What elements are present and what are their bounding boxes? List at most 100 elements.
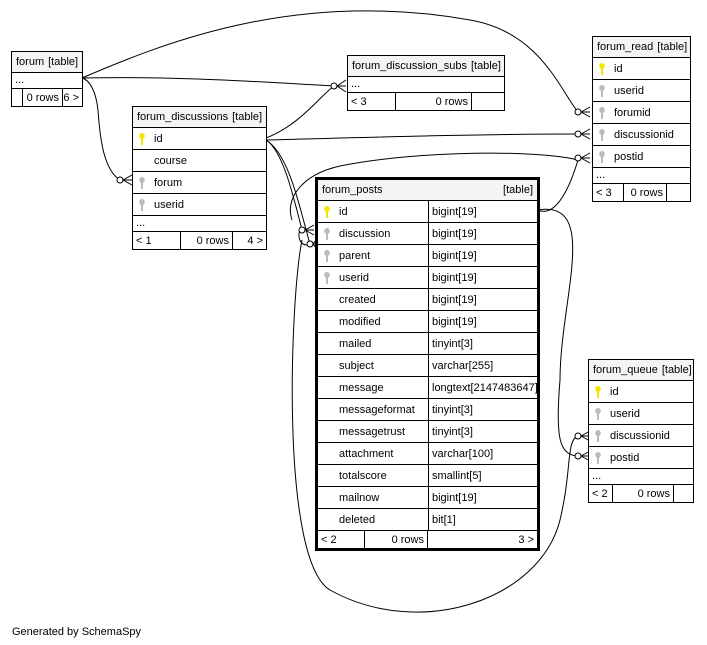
footer-children — [472, 93, 504, 110]
footer-parents — [12, 89, 23, 106]
footer-parents: < 3 — [593, 184, 624, 201]
column-name: postid — [610, 451, 640, 464]
table-type: [table] — [657, 41, 688, 53]
footer-children: 3 > — [518, 533, 534, 546]
column-row[interactable]: id — [133, 128, 266, 150]
column-name: discussion — [339, 227, 391, 240]
column-name: subject — [339, 359, 374, 372]
column-type: bigint[19] — [428, 201, 477, 222]
column-type: tinyint[3] — [428, 399, 473, 420]
column-name: discussionid — [614, 128, 674, 141]
rel-disc-posts — [265, 139, 303, 231]
column-row[interactable]: id — [593, 58, 690, 80]
column-row[interactable]: discussionid — [589, 425, 693, 447]
column-name: forum — [154, 176, 183, 189]
column-name: userid — [614, 84, 644, 97]
column-name: id — [610, 385, 619, 398]
table-name: forum_read — [597, 41, 654, 53]
footer-rows: 0 rows — [365, 531, 428, 548]
column-type: bigint[19] — [428, 245, 477, 266]
column-name: id — [614, 62, 623, 75]
footer-children: 6 > — [63, 91, 79, 104]
column-name: deleted — [339, 513, 376, 526]
column-row[interactable]: userid — [593, 80, 690, 102]
column-row[interactable]: forumid — [593, 102, 690, 124]
column-row[interactable]: postid — [593, 146, 690, 168]
footer-rows: 0 rows — [613, 485, 674, 502]
rel-posts-loop — [291, 239, 579, 613]
rel-posts-read — [289, 152, 579, 221]
column-row[interactable]: forum — [133, 172, 266, 194]
column-name: messagetrust — [339, 425, 406, 438]
table-footer: < 3 0 rows — [593, 184, 690, 201]
footer-rows: 0 rows — [624, 184, 667, 201]
column-row[interactable]: discussionid — [593, 124, 690, 146]
index-key-icon — [599, 129, 605, 141]
column-name: message — [339, 381, 384, 394]
table-name: forum — [16, 56, 45, 68]
column-name: modified — [339, 315, 381, 328]
rel-forum-discussions — [81, 77, 121, 181]
footer-children: 4 > — [247, 234, 263, 247]
column-row[interactable]: subject varchar[255] — [318, 355, 537, 377]
footer-rows: 0 rows — [23, 89, 63, 106]
column-row[interactable]: userid — [589, 403, 693, 425]
column-row[interactable]: id — [589, 381, 693, 403]
index-key-icon — [324, 272, 330, 284]
table-name: forum_discussion_subs — [352, 60, 467, 72]
footer-parents: < 3 — [348, 93, 396, 110]
table-name: forum_discussions — [137, 111, 229, 123]
table-forum[interactable]: forum [table] ... 0 rows 6 > — [11, 51, 83, 107]
column-row[interactable]: userid — [133, 194, 266, 216]
column-row[interactable]: course — [133, 150, 266, 172]
column-name: userid — [610, 407, 640, 420]
column-row[interactable]: deleted bit[1] — [318, 509, 537, 531]
column-name: discussionid — [610, 429, 670, 442]
footer-rows: 0 rows — [396, 93, 472, 110]
column-name: created — [339, 293, 376, 306]
column-type: tinyint[3] — [428, 333, 473, 354]
rel-disc-queue — [265, 139, 311, 245]
table-forum-read[interactable]: forum_read [table] id userid forumid discus… — [592, 36, 691, 202]
footer-parents: < 2 — [589, 485, 613, 502]
index-key-icon — [139, 177, 145, 189]
column-name: id — [154, 132, 163, 145]
table-type: [table] — [661, 364, 692, 376]
table-header: forum_discussions [table] — [133, 107, 266, 128]
table-forum-discussions[interactable]: forum_discussions [table] id course forum u… — [132, 106, 267, 250]
column-row[interactable]: postid — [589, 447, 693, 469]
column-type: tinyint[3] — [428, 421, 473, 442]
column-type: varchar[100] — [428, 443, 493, 464]
schemaspy-credit: Generated by SchemaSpy — [12, 626, 142, 638]
index-key-icon — [599, 151, 605, 163]
table-type: [table] — [232, 111, 263, 123]
table-type: [table] — [503, 184, 533, 196]
column-type: varchar[255] — [428, 355, 493, 376]
column-row[interactable]: modified bigint[19] — [318, 311, 537, 333]
table-footer: < 2 0 rows — [589, 485, 693, 502]
column-type: bit[1] — [428, 509, 456, 530]
rel-posts-queue — [537, 208, 579, 457]
index-key-icon — [599, 107, 605, 119]
footer-parents: < 2 — [318, 531, 365, 548]
column-row[interactable]: messagetrust tinyint[3] — [318, 421, 537, 443]
table-footer: < 3 0 rows — [348, 93, 504, 110]
table-ellipsis: ... — [589, 469, 693, 485]
column-name: course — [154, 154, 188, 167]
column-type: bigint[19] — [428, 311, 477, 332]
table-forum-discussion-subs[interactable]: forum_discussion_subs [table] ... < 3 0 … — [347, 55, 505, 111]
index-key-icon — [139, 199, 145, 211]
